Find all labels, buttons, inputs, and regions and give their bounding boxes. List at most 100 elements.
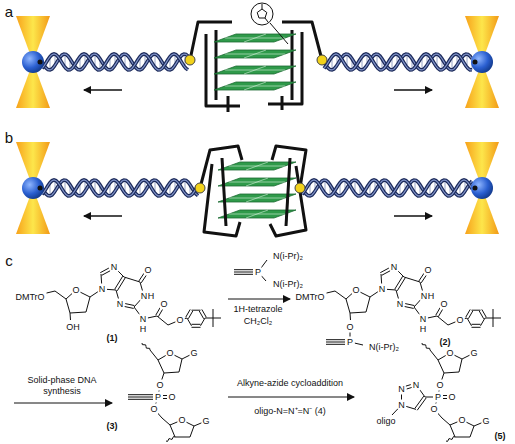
bond: [213, 318, 214, 327]
bond: [474, 423, 481, 426]
bond: [213, 309, 214, 318]
compound-number: (2): [439, 337, 451, 348]
plate-lines: [229, 162, 285, 218]
dna-strand-highlight: [42, 54, 188, 70]
bond: [70, 313, 72, 320]
chem-label: O: [346, 322, 354, 333]
chem-label: O: [440, 299, 448, 310]
chem-label: Solid-phase DNA synthesis: [14, 375, 111, 397]
chem-label: O: [458, 415, 466, 426]
bond: [438, 309, 442, 317]
dna-strand: [42, 54, 188, 70]
panel-letter: c: [5, 252, 14, 269]
plate-lines: [225, 34, 285, 90]
chem-label: Alkyne-azide cycloaddition: [220, 378, 361, 389]
junction-dot: [185, 55, 327, 193]
bond: [326, 344, 345, 345]
chem-label: O: [168, 392, 176, 403]
dna-strand: [324, 54, 472, 70]
wavy-bond: [446, 437, 455, 442]
bond: [437, 413, 442, 418]
bond: [455, 437, 470, 438]
chem-label: O: [160, 299, 168, 310]
chem-label: N: [378, 284, 386, 295]
bond: [466, 422, 474, 426]
bond: [493, 318, 501, 319]
bond: [201, 318, 206, 326]
bond: [459, 359, 462, 372]
bond: [382, 271, 391, 276]
chem-label: CH₂Cl₂: [243, 316, 273, 327]
bond: [124, 277, 140, 282]
dna-strand-highlight: [324, 54, 472, 70]
callout-circle: [251, 3, 273, 25]
bond: [157, 316, 168, 325]
g-quadruplex: [190, 22, 322, 106]
bond: [355, 343, 363, 345]
dna-strand-highlight: [42, 180, 198, 196]
chem-label: P: [254, 267, 261, 278]
chem-label: O: [176, 315, 184, 326]
bond: [47, 291, 55, 293]
chem-label: N: [110, 262, 118, 273]
dna-strand-highlight: [302, 180, 472, 196]
bond: [438, 360, 444, 373]
bond: [428, 316, 437, 318]
chem-label: O: [144, 265, 152, 276]
wavy-bond: [422, 343, 430, 350]
bond: [205, 318, 213, 319]
chem-label: O: [430, 404, 438, 415]
chem-label: P: [154, 392, 161, 403]
chem-label: O: [436, 380, 444, 391]
chem-label: O: [156, 380, 164, 391]
bond: [454, 355, 462, 359]
bond: [397, 278, 405, 291]
chem-label: N: [398, 400, 406, 411]
chem-label: H: [147, 291, 155, 302]
bond: [128, 399, 153, 400]
bond: [437, 316, 448, 325]
chem-label: O: [456, 315, 464, 326]
bond: [405, 307, 414, 309]
dna-strand: [324, 54, 472, 70]
bond: [370, 292, 378, 297]
chem-label: oligo: [376, 416, 396, 427]
compound-number: (1): [106, 333, 118, 344]
bond: [192, 327, 201, 328]
strand-loop: [291, 30, 294, 100]
bond: [148, 316, 157, 318]
bond: [128, 394, 153, 395]
bond: [405, 304, 414, 306]
chem-label: O: [72, 285, 80, 296]
bond: [415, 396, 424, 408]
bond: [261, 276, 266, 281]
bond: [462, 355, 470, 359]
bond: [350, 313, 352, 320]
bond: [175, 437, 190, 438]
strand-front: [228, 96, 282, 112]
chem-label: oligo-N=N⁺=N⁻ (4): [254, 406, 327, 417]
bond: [493, 318, 494, 327]
chem-label: G: [202, 416, 210, 427]
bond: [438, 356, 446, 360]
bond: [481, 318, 486, 326]
bond: [443, 398, 447, 399]
chem-label: N(i-Pr)₂: [273, 279, 304, 290]
bond: [261, 260, 267, 268]
bond-lines: [47, 260, 501, 441]
bond: [194, 423, 201, 426]
bond: [360, 292, 370, 297]
chem-label: N(i-Pr)₂: [273, 251, 304, 262]
bond: [125, 307, 134, 309]
chem-label: DMTrO: [295, 292, 325, 303]
chem-label: P: [346, 337, 353, 348]
bond: [192, 310, 201, 311]
panel-letter: a: [4, 3, 13, 20]
bond: [128, 397, 153, 398]
bond: [179, 359, 182, 372]
bond: [404, 277, 420, 282]
bond: [117, 278, 125, 291]
bond: [387, 289, 396, 291]
bond: [158, 356, 166, 360]
bond: [326, 342, 345, 343]
